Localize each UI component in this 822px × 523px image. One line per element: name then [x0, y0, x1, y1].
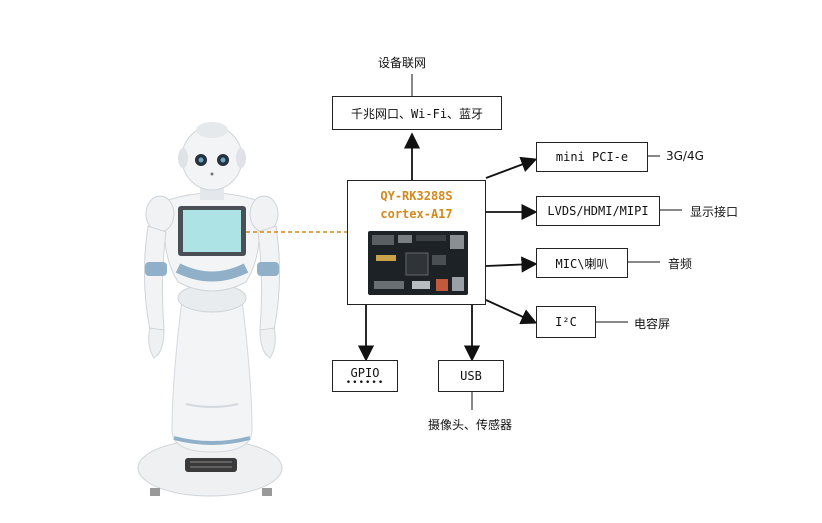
board-box: QY-RK3288S cortex-A17	[347, 180, 486, 305]
usb-caption: 摄像头、传感器	[428, 418, 513, 432]
display-interface-label: 显示接口	[690, 205, 739, 219]
touchscreen-label: 电容屏	[634, 317, 671, 331]
gpio-label: GPIO	[350, 366, 380, 380]
network-caption: 设备联网	[378, 56, 427, 70]
board-cpu: cortex-A17	[380, 207, 453, 221]
display-interface-box: LVDS/HDMI/MIPI	[536, 196, 660, 226]
mini-pci-e-box: mini PCI-e	[536, 142, 648, 172]
3g-4g-label: 3G/4G	[666, 149, 704, 163]
board-image	[368, 231, 468, 295]
gpio-dots: ••••••	[345, 378, 385, 388]
usb-box: USB	[438, 360, 504, 392]
audio-label: 音频	[668, 257, 693, 271]
i2c-box: I²C	[536, 306, 596, 338]
board-model: QY-RK3288S	[380, 189, 453, 203]
gpio-box: GPIO ••••••	[332, 360, 398, 392]
network-box: 千兆网口、Wi-Fi、蓝牙	[332, 96, 502, 130]
mic-speaker-box: MIC\喇叭	[536, 248, 628, 278]
